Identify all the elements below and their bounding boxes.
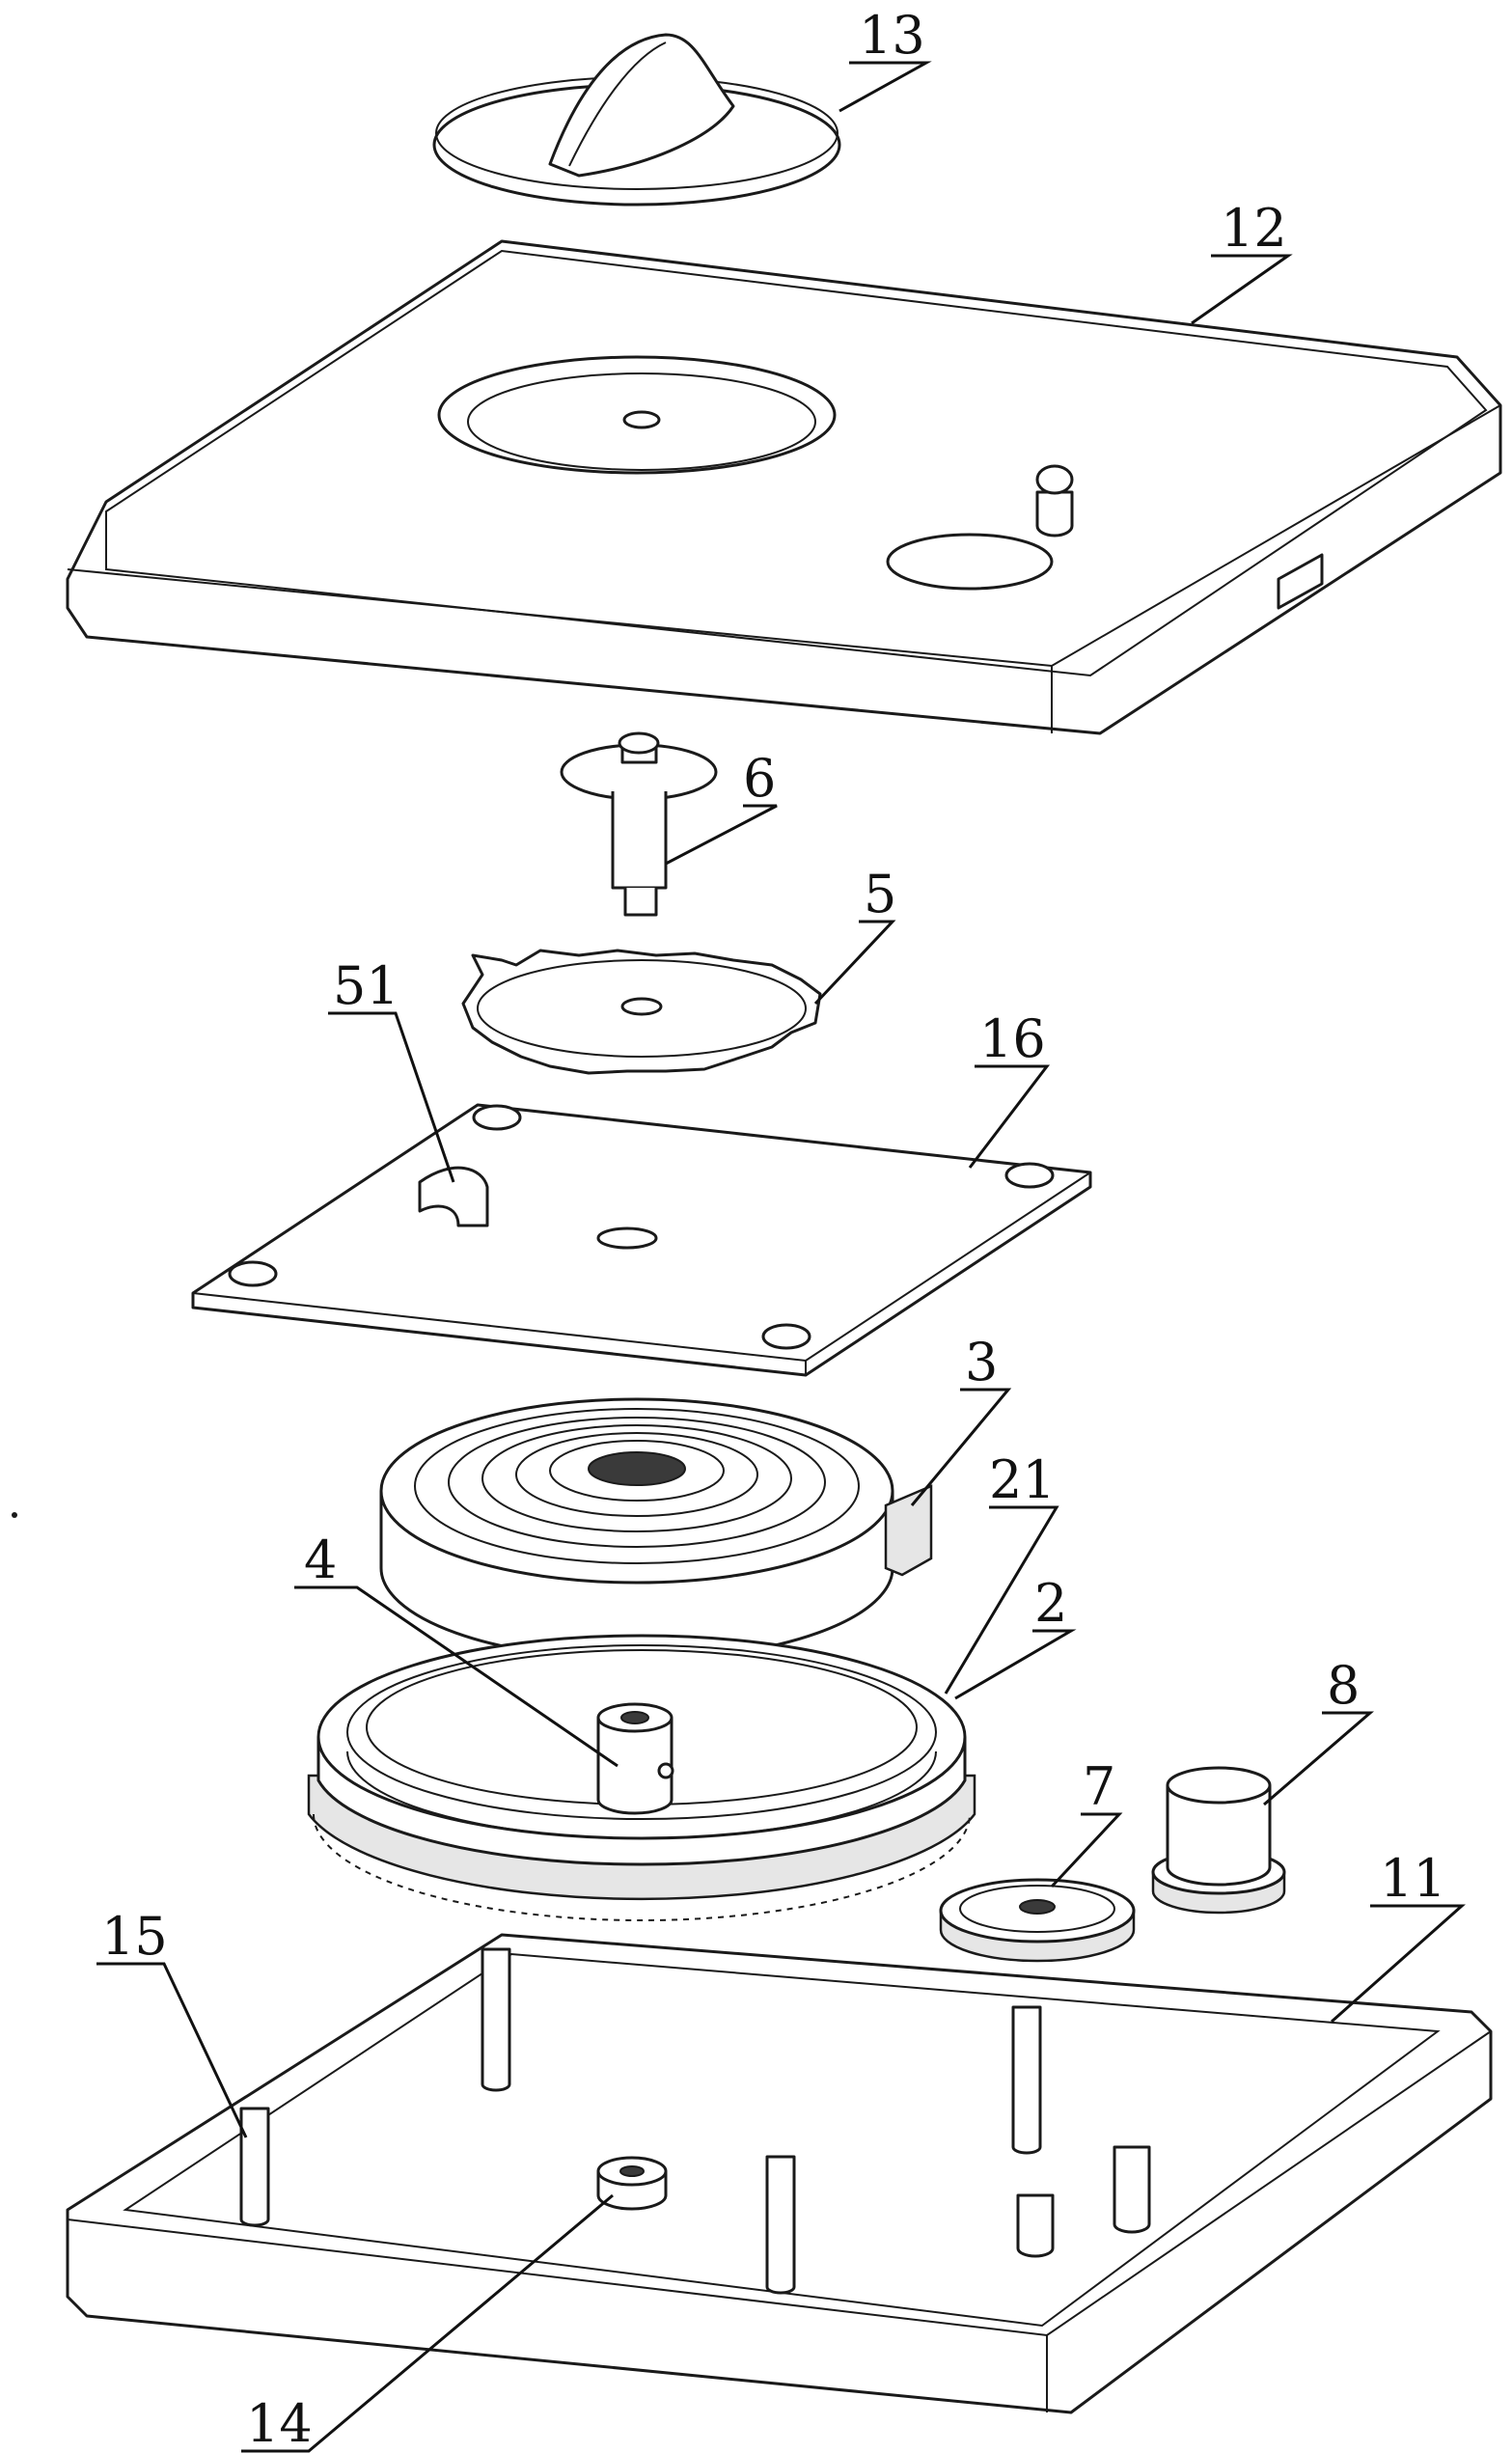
part-12-top-cover [66,239,1502,735]
leader-2 [954,1629,1077,1700]
part-5-ratchet-wheel [461,949,822,1075]
callout-6: 6 [743,748,776,809]
callout-11: 11 [1380,1848,1446,1909]
callout-4: 4 [304,1530,337,1590]
leader-11 [1331,1904,1466,2024]
callout-3: 3 [965,1332,998,1392]
leader-21 [944,1505,1059,1695]
callout-labels: 13 12 6 5 51 16 3 21 4 2 8 7 11 15 14 [101,5,1446,2453]
callout-13: 13 [859,5,925,66]
callout-16: 16 [979,1008,1046,1069]
leader-3 [910,1388,1012,1506]
part-8-motor [1151,1766,1286,1915]
leader-12 [1191,254,1293,325]
leader-4 [294,1585,619,1768]
callout-21: 21 [989,1449,1056,1510]
callout-8: 8 [1327,1655,1360,1716]
part-16-plate [191,1103,1092,1377]
part-7-small-gear [939,1878,1136,1963]
part-3-spiral-spring [379,1397,933,1662]
leader-7 [1050,1812,1123,1888]
stray-mark [12,1512,17,1518]
leader-13 [838,61,932,113]
leader-8 [1263,1711,1375,1806]
callout-15: 15 [101,1906,168,1967]
leader-51 [328,1011,455,1183]
part-11-bottom-case [66,1933,1493,2414]
callout-51: 51 [333,955,399,1016]
leader-6 [665,804,778,866]
leader-16 [968,1064,1051,1169]
callout-7: 7 [1083,1756,1115,1817]
leader-15 [96,1962,248,2138]
part-4-hub [596,1702,674,1815]
leader-lines [96,61,1466,2453]
callout-14: 14 [246,2393,313,2453]
leader-5 [813,920,896,1006]
callout-12: 12 [1221,198,1287,259]
callout-5: 5 [864,864,896,924]
leader-14 [241,2193,614,2453]
part-13-knob [432,33,841,207]
part-6-shaft [560,731,718,917]
callout-2: 2 [1034,1573,1067,1634]
